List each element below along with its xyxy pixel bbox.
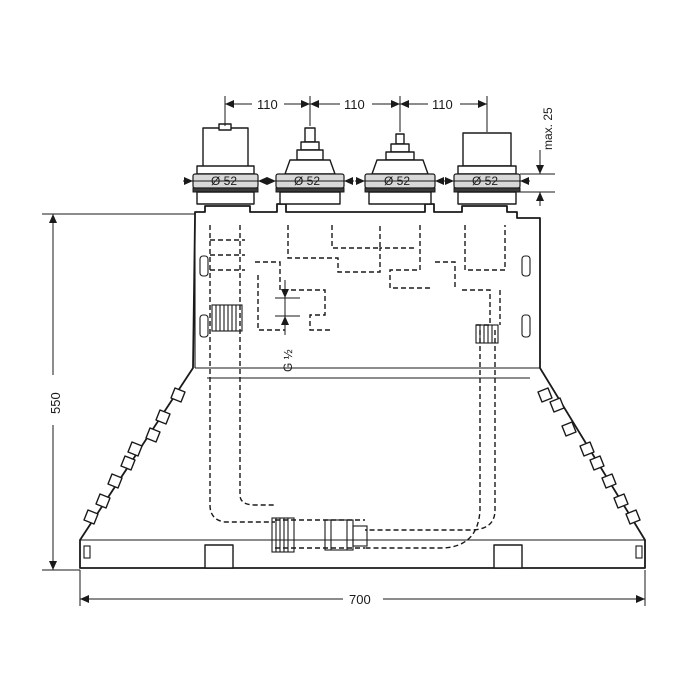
fitting-3: Ø 52 [364,133,436,205]
thread-dimension: G ½ [275,280,300,372]
overall-width-label: 700 [349,592,371,607]
spacing-dimensions: 110 110 110 [224,96,488,132]
max-height-dimension: max. 25 [520,107,555,206]
foot-right [493,544,523,569]
overall-height-dimension: 550 [42,213,195,571]
diameter-dimension-lines [183,177,530,185]
bottom-coupling [271,517,368,553]
max-height-label: max. 25 [541,107,555,150]
threaded-insert-left [211,304,243,332]
side-nozzles-left [83,387,186,525]
fitting-2: Ø 52 [275,127,345,205]
threaded-insert-right [475,324,499,344]
thread-label: G ½ [281,349,295,372]
side-nozzles-right [537,387,641,525]
body-outline [79,203,646,569]
fitting-1: Ø 52 [192,123,259,205]
overall-height-label: 550 [48,392,63,414]
foot-left [204,544,234,569]
fitting-4: Ø 52 [453,132,521,205]
internal-piping [209,225,506,549]
spacing-label-1: 110 [257,97,278,112]
spacing-label-3: 110 [432,97,453,112]
overall-width-dimension: 700 [79,570,646,607]
spacing-label-2: 110 [344,97,365,112]
